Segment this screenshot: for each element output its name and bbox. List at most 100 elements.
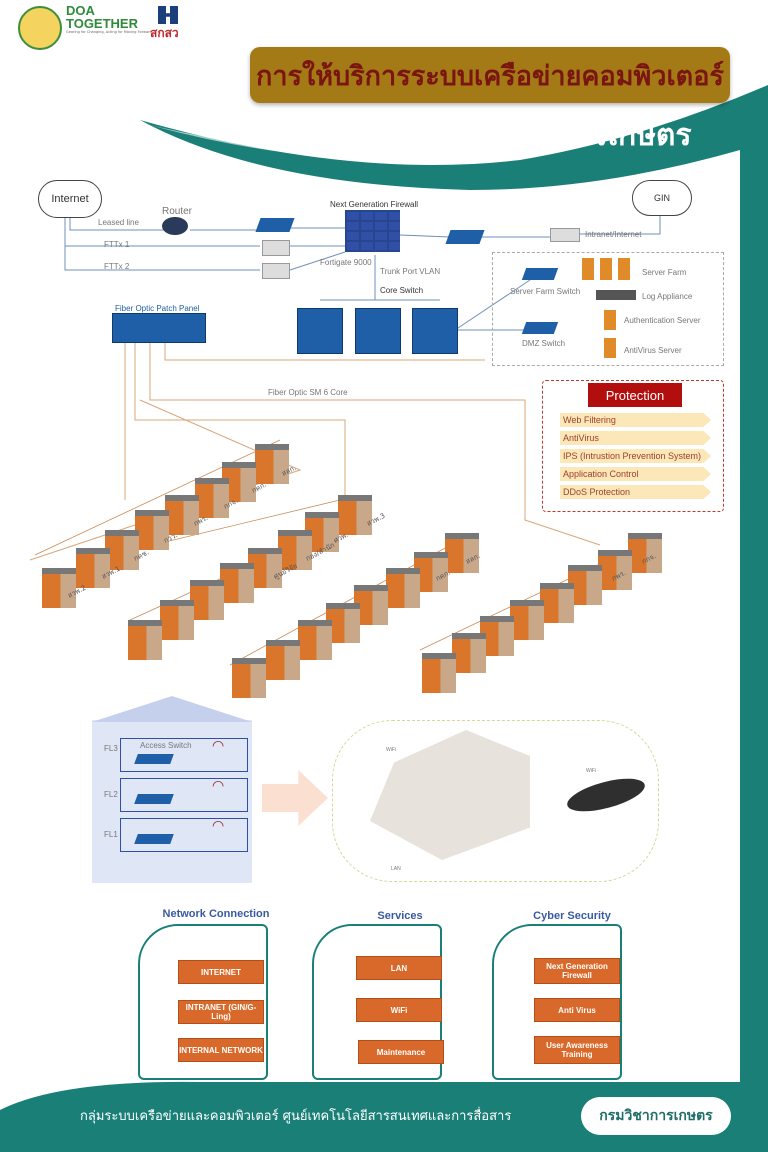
wifi-icon: ◠	[212, 818, 225, 834]
building-icon	[76, 548, 110, 588]
building-icon	[232, 658, 266, 698]
user-awareness-button[interactable]: User Awareness Training	[534, 1036, 620, 1064]
server-farm-label: Server Farm	[642, 268, 687, 277]
antivirus-server-label: AntiVirus Server	[624, 346, 682, 355]
intranet-label: Intranet/Internet	[585, 230, 642, 239]
core-switch-icon	[297, 308, 343, 354]
logo2-text: สกสว	[150, 26, 179, 40]
internet-button[interactable]: INTERNET	[178, 960, 264, 984]
access-switch-icon	[134, 794, 174, 804]
tsri-logo: สกสว	[150, 6, 190, 44]
building-icon	[128, 620, 162, 660]
router-icon	[162, 217, 188, 235]
log-appliance-icon	[596, 290, 636, 300]
server-farm-zone	[492, 252, 724, 366]
trunk-label: Trunk Port VLAN	[380, 267, 441, 276]
building-icon	[266, 640, 300, 680]
protection-title: Protection	[588, 383, 682, 407]
services-title: Services	[377, 910, 423, 922]
ngfw-button[interactable]: Next Generation Firewall	[534, 958, 620, 984]
protection-item: DDoS Protection	[560, 485, 711, 499]
maintenance-button[interactable]: Maintenance	[358, 1040, 444, 1064]
gin-label: GIN	[653, 193, 670, 203]
protection-item: IPS (Intrustion Prevention System)	[560, 449, 711, 463]
leased-line-label: Leased line	[98, 218, 139, 227]
router-label: Router	[162, 206, 193, 217]
building-icon	[42, 568, 76, 608]
building-icon	[445, 533, 479, 573]
roof-shape	[92, 696, 252, 722]
modem-icon	[262, 240, 290, 256]
server-farm-switch-icon	[521, 268, 559, 280]
building-icon	[190, 580, 224, 620]
floor-2	[120, 778, 248, 812]
wifi-button[interactable]: WiFi	[356, 998, 442, 1022]
fortigate-label: Fortigate 9000	[320, 258, 372, 267]
fiber-label: Fiber Optic SM 6 Core	[268, 388, 348, 397]
log-appliance-label: Log Appliance	[642, 292, 693, 301]
floor-1	[120, 818, 248, 852]
building-icon	[278, 530, 312, 570]
fl3-label: FL3	[104, 744, 118, 753]
page-title: การให้บริการระบบเครือข่ายคอมพิวเตอร์	[250, 47, 730, 103]
wifi-icon: ◠	[212, 778, 225, 794]
intranet-switch-icon	[445, 230, 485, 244]
intranet-button[interactable]: INTRANET (GIN/G-Ling)	[178, 1000, 264, 1024]
building-icon	[598, 550, 632, 590]
floor-3	[120, 738, 248, 772]
building-icon	[540, 583, 574, 623]
patch-panel-icon	[112, 313, 206, 343]
building-icon	[160, 600, 194, 640]
protection-panel	[542, 380, 724, 512]
building-icon	[255, 444, 289, 484]
core-switch-icon	[412, 308, 458, 354]
building-icon	[298, 620, 332, 660]
internet-cloud: Internet	[38, 180, 102, 218]
server-farm-switch-label: Server Farm Switch	[510, 287, 581, 296]
network-connection-title: Network Connection	[162, 908, 270, 920]
access-switch-icon	[134, 754, 174, 764]
wifi-label: WiFi	[586, 768, 596, 774]
fl2-label: FL2	[104, 790, 118, 799]
modem-icon	[262, 263, 290, 279]
antivirus-button[interactable]: Anti Virus	[534, 998, 620, 1022]
fttx1-label: FTTx 1	[104, 240, 130, 249]
building-icon	[422, 653, 456, 693]
building-icon	[220, 563, 254, 603]
cyber-security-title: Cyber Security	[533, 910, 611, 922]
server-icon	[582, 258, 594, 280]
fl1-label: FL1	[104, 830, 118, 839]
wifi-label: WiFi	[386, 747, 396, 753]
doa-emblem-logo	[18, 6, 62, 50]
firewall-icon	[345, 210, 400, 252]
building-icon	[165, 495, 199, 535]
auth-server-icon	[604, 310, 616, 330]
patch-panel-label: Fiber Optic Patch Panel	[115, 304, 200, 313]
dmz-switch-label: DMZ Switch	[522, 339, 566, 348]
internet-label: Internet	[51, 193, 89, 205]
footer-org-pill[interactable]: กรมวิชาการเกษตร	[581, 1097, 731, 1135]
dmz-switch-icon	[521, 322, 559, 334]
access-switch-icon	[134, 834, 174, 844]
logo-tagline: Gearing for Changing, Acting for Moving …	[66, 30, 152, 34]
fttx2-label: FTTx 2	[104, 262, 130, 271]
internal-network-button[interactable]: INTERNAL NETWORK	[178, 1038, 264, 1062]
lan-label: LAN	[391, 866, 401, 872]
lan-button[interactable]: LAN	[356, 956, 442, 980]
server-icon	[618, 258, 630, 280]
office-zone	[332, 720, 659, 882]
modem-icon	[550, 228, 580, 242]
server-icon	[600, 258, 612, 280]
antivirus-server-icon	[604, 338, 616, 358]
auth-server-label: Authentication Server	[624, 316, 701, 325]
wifi-icon: ◠	[212, 738, 225, 754]
logo-text: DOA TOGETHER	[66, 3, 138, 31]
core-switch-label: Core Switch	[380, 286, 424, 295]
building-floors-panel	[92, 720, 252, 883]
building-icon	[195, 478, 229, 518]
doa-together-logo: DOA TOGETHER Gearing for Changing, Actin…	[66, 3, 152, 44]
building-icon	[105, 530, 139, 570]
edge-switch-icon	[255, 218, 295, 232]
core-switch-icon	[355, 308, 401, 354]
